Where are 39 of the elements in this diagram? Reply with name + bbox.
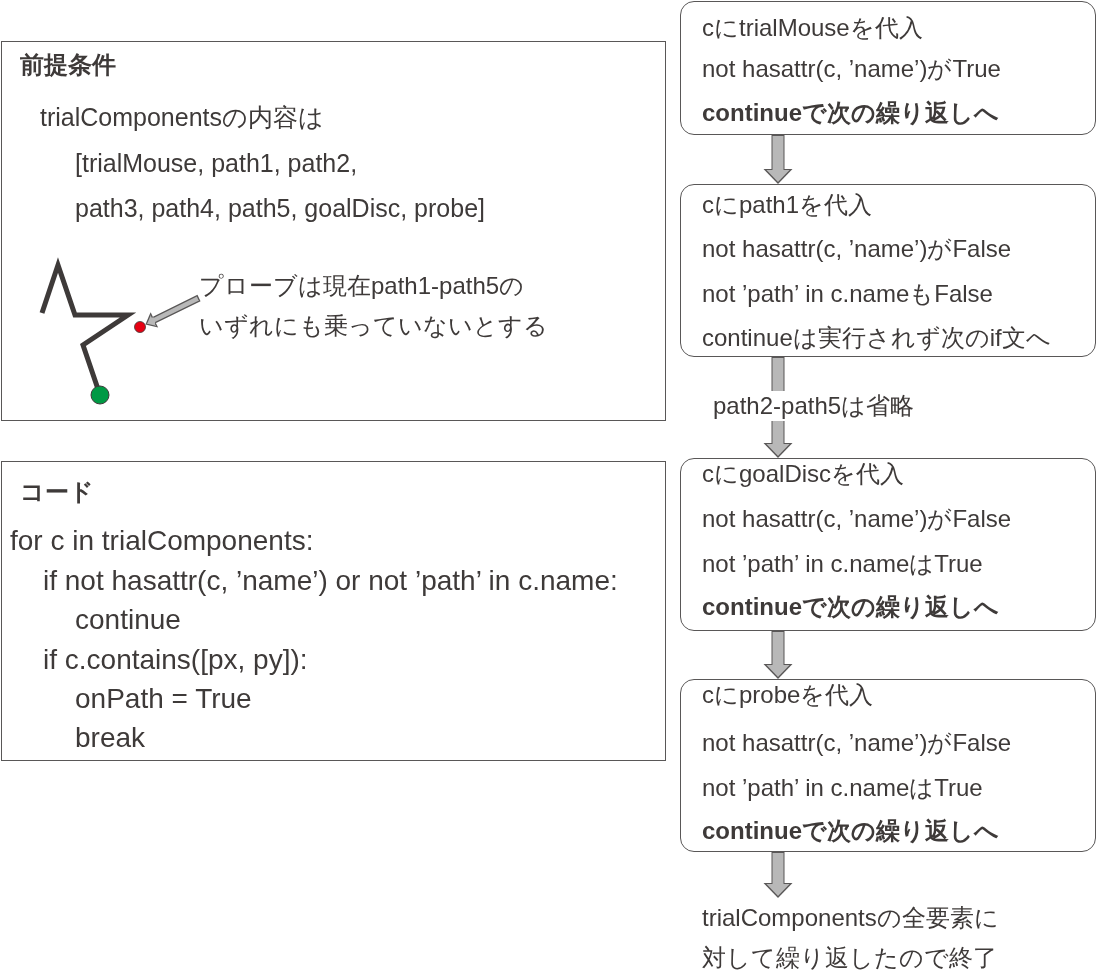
step-text: not ’path’ in c.nameはTrue xyxy=(702,773,983,803)
note-text: プローブは現在path1-path5のいずれにも乗っていないとする xyxy=(199,266,559,346)
step-text: cにtrialMouseを代入 xyxy=(702,13,923,43)
step-text: not hasattr(c, ’name’)がTrue xyxy=(702,54,1001,84)
step-box xyxy=(680,1,1096,135)
code-panel xyxy=(1,461,666,761)
step-text: not ’path’ in c.nameはTrue xyxy=(702,549,983,579)
code-line: continue xyxy=(75,602,181,637)
code-line: if not hasattr(c, ’name’) or not ’path’ in c.name: xyxy=(43,563,618,598)
end-text: trialComponentsの全要素に対して繰り返したので終了 xyxy=(702,898,1008,978)
description-text: trialComponentsの内容は xyxy=(40,101,325,133)
step-text: not hasattr(c, ’name’)がFalse xyxy=(702,504,1012,534)
step-text: not hasattr(c, ’name’)がFalse xyxy=(702,728,1012,758)
step-text: cにpath1を代入 xyxy=(702,190,873,220)
code-line: for c in trialComponents: xyxy=(10,523,314,558)
arrow xyxy=(763,135,793,184)
code-line: onPath = True xyxy=(75,681,252,716)
info-panel xyxy=(1,41,666,421)
step-text: continueで次の繰り返しへ xyxy=(702,98,999,128)
step-text: cにgoalDiscを代入 xyxy=(702,459,905,489)
step-text: continueで次の繰り返しへ xyxy=(702,816,999,846)
step-text: continueは実行されず次のif文へ xyxy=(702,323,1051,353)
list-text: [trialMouse, path1, path2, path3, path4, path5, goalDisc, probe] xyxy=(75,147,485,224)
arrow xyxy=(763,631,793,679)
step-text: cにprobeを代入 xyxy=(702,680,874,710)
step-text: not ’path’ in c.nameもFalse xyxy=(702,279,993,309)
panel-heading: 前提条件 xyxy=(20,50,116,80)
code-line: break xyxy=(75,720,146,755)
arrow xyxy=(763,357,793,458)
panel-heading: コード xyxy=(20,477,94,507)
code-line: if c.contains([px, py]): xyxy=(43,642,308,677)
step-box xyxy=(680,458,1096,631)
step-box xyxy=(680,184,1096,357)
step-text: not hasattr(c, ’name’)がFalse xyxy=(702,234,1012,264)
step-text: continueで次の繰り返しへ xyxy=(702,592,999,622)
arrow xyxy=(143,294,201,328)
dot-icon xyxy=(134,321,146,333)
step-box xyxy=(680,679,1096,852)
arrow xyxy=(763,852,793,898)
